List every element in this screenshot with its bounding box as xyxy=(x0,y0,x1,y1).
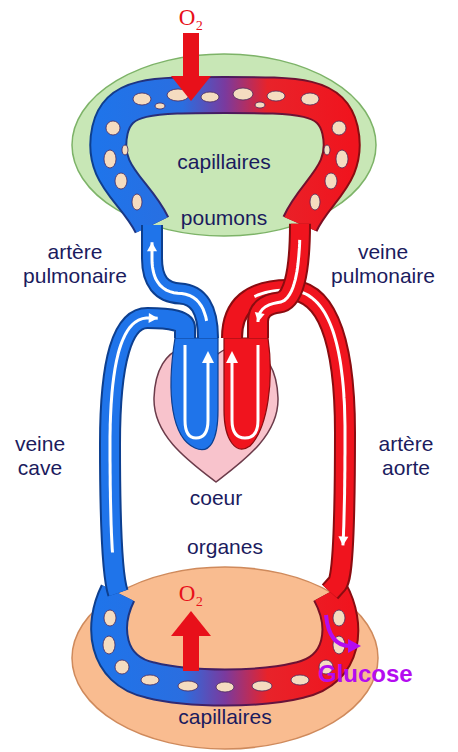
organ-label: poumons xyxy=(70,206,378,230)
blood-vessel xyxy=(110,313,185,593)
capillary-label: capillaires xyxy=(70,150,378,174)
vessel-label: artère aorte xyxy=(366,432,446,480)
flow-arrowhead xyxy=(255,312,265,322)
oxygen-label: O₂ xyxy=(150,5,232,31)
glucose-arrow xyxy=(326,615,361,653)
oxygen-label: O₂ xyxy=(150,581,232,607)
flow-arrowhead xyxy=(147,242,157,251)
flow-arrowhead xyxy=(149,313,158,323)
organ-label: organes xyxy=(70,535,380,559)
vessel-wall xyxy=(110,318,185,593)
flow-line xyxy=(110,318,158,553)
flow-line xyxy=(258,240,300,322)
glucose-label: Glucose xyxy=(318,660,448,688)
vessel-lumen xyxy=(258,224,300,338)
flow-arrowhead xyxy=(338,536,348,545)
organ-label: coeur xyxy=(150,486,282,510)
vessel-wall xyxy=(258,224,300,338)
vessel-label: artère pulmonaire xyxy=(0,240,150,288)
capillary-label: capillaires xyxy=(70,705,380,729)
vessel-lumen xyxy=(110,318,185,593)
vessel-label: veine cave xyxy=(0,432,80,480)
heart-outline xyxy=(154,346,278,482)
vessel-label: veine pulmonaire xyxy=(308,240,458,288)
blood-vessel xyxy=(255,224,300,338)
